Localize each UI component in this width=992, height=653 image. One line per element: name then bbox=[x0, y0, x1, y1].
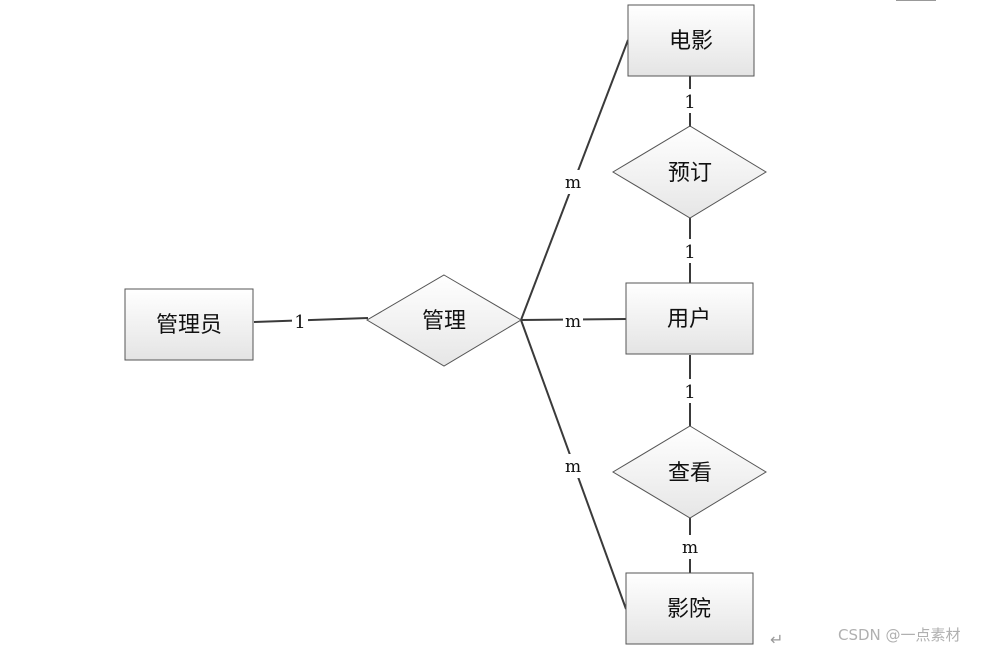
entity-admin-label: 管理员 bbox=[156, 313, 222, 338]
svg-text:m: m bbox=[682, 538, 698, 558]
entity-movie: 电影 bbox=[627, 4, 755, 77]
svg-text:1: 1 bbox=[684, 382, 695, 403]
card-manage-movie: m bbox=[563, 170, 583, 194]
edge-admin-manage bbox=[253, 317, 369, 323]
svg-text:m: m bbox=[565, 312, 581, 332]
card-book-user: 1 bbox=[682, 239, 698, 263]
svg-text:m: m bbox=[565, 457, 581, 477]
card-view-cinema: m bbox=[680, 535, 700, 559]
relationship-manage-label: 管理 bbox=[422, 309, 466, 334]
relationship-book-label: 预订 bbox=[668, 161, 712, 186]
svg-text:1: 1 bbox=[294, 312, 305, 333]
relationship-manage: 管理 bbox=[366, 274, 522, 367]
card-manage-user: m bbox=[563, 309, 583, 333]
page-edge-mark bbox=[896, 0, 936, 1]
card-admin-manage: 1 bbox=[292, 309, 308, 333]
entity-cinema-label: 影院 bbox=[667, 597, 711, 622]
cardinality-labels: 1 m m m 1 1 1 m bbox=[292, 89, 700, 559]
card-user-view: 1 bbox=[682, 379, 698, 403]
svg-text:m: m bbox=[565, 173, 581, 193]
card-movie-book: 1 bbox=[682, 89, 698, 113]
relationship-view: 查看 bbox=[612, 425, 767, 519]
entity-admin: 管理员 bbox=[124, 288, 254, 361]
entity-user-label: 用户 bbox=[667, 307, 711, 332]
entity-cinema: 影院 bbox=[625, 572, 754, 645]
relationship-book: 预订 bbox=[612, 125, 767, 219]
svg-text:1: 1 bbox=[684, 92, 695, 113]
paragraph-return-icon: ↵ bbox=[770, 630, 784, 649]
relationship-view-label: 查看 bbox=[668, 461, 712, 486]
entity-movie-label: 电影 bbox=[669, 29, 713, 54]
svg-text:1: 1 bbox=[684, 242, 695, 263]
entity-user: 用户 bbox=[625, 282, 754, 355]
card-manage-cinema: m bbox=[563, 454, 583, 478]
watermark: CSDN @一点素材 bbox=[838, 626, 961, 644]
